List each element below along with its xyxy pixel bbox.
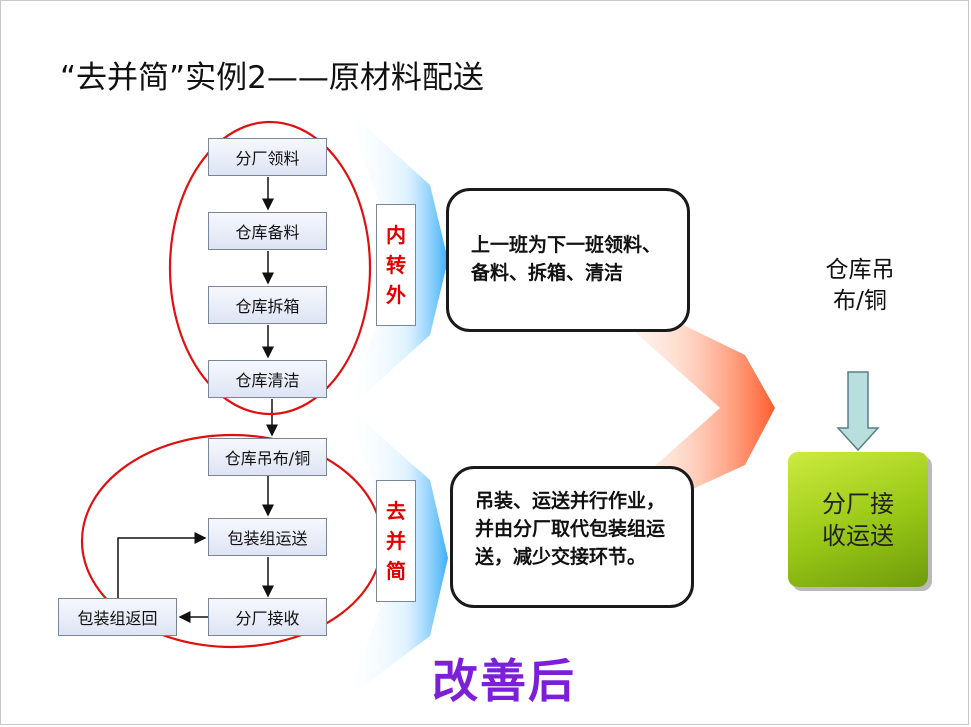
flow-step-cangku-chaixiang: 仓库拆箱: [208, 286, 327, 324]
chevron-upper: [345, 108, 448, 412]
footer-after-improvement: 改善后: [432, 654, 576, 708]
side-note-line: 仓库吊: [825, 257, 895, 283]
description-internal: 上一班为下一班领料、备料、拆箱、清洁: [446, 188, 690, 332]
label-merge-simplify: 去 并 简: [376, 480, 416, 602]
description-simplified: 吊装、运送并行作业，并由分厂取代包装组运送，减少交接环节。: [450, 466, 694, 608]
side-note-line: 布/铜: [833, 288, 887, 314]
label-char: 转: [386, 253, 406, 277]
label-char: 并: [386, 529, 406, 553]
flow-step-cangku-qingjie: 仓库清洁: [208, 360, 327, 398]
flow-step-baozhuangzu-yunsong: 包装组运送: [208, 518, 327, 556]
label-char: 外: [386, 283, 406, 307]
flow-step-fenchang-jieshou: 分厂接收: [208, 598, 327, 636]
label-char: 简: [386, 559, 406, 583]
side-note: 仓库吊 布/铜: [800, 255, 920, 317]
label-char: 去: [386, 499, 406, 523]
down-arrow: [836, 371, 880, 452]
result-box-line: 收运送: [822, 521, 894, 550]
label-internal-to-external: 内 转 外: [376, 204, 416, 326]
ellipse-upper: [168, 120, 372, 416]
result-box: 分厂接 收运送: [788, 452, 928, 587]
page-title: “去并简”实例2——原材料配送: [60, 60, 484, 96]
chevron-lower: [345, 405, 448, 700]
flow-step-cangku-diaobu: 仓库吊布/铜: [208, 438, 327, 476]
label-char: 内: [386, 223, 406, 247]
flow-step-baozhuangzu-fanhui: 包装组返回: [58, 598, 177, 636]
flow-step-cangku-beiliao: 仓库备料: [208, 212, 327, 250]
result-box-line: 分厂接: [822, 489, 894, 518]
flow-step-fenchang-lingliao: 分厂领料: [208, 138, 327, 176]
